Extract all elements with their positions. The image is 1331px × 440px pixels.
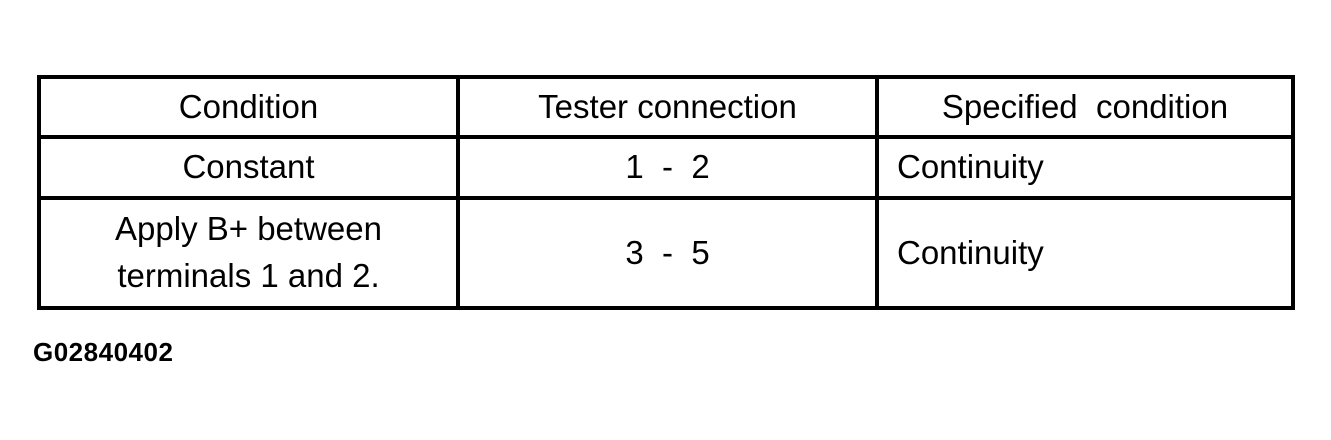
cell-specified-condition-continuity: Continuity — [875, 196, 1295, 310]
table-row: Constant 1 - 2 Continuity — [37, 135, 1295, 200]
cell-condition-constant: Constant — [37, 135, 460, 200]
continuity-spec-table: Condition Tester connection Specified co… — [37, 75, 1295, 310]
column-header-specified-condition: Specified condition — [875, 75, 1295, 139]
table-row: Apply B+ between terminals 1 and 2. 3 - … — [37, 196, 1295, 310]
cell-tester-connection-3-5: 3 - 5 — [456, 196, 879, 310]
column-header-tester-connection: Tester connection — [456, 75, 879, 139]
cell-condition-apply-b-plus: Apply B+ between terminals 1 and 2. — [37, 196, 460, 310]
cell-specified-condition-continuity: Continuity — [875, 135, 1295, 200]
column-header-condition: Condition — [37, 75, 460, 139]
table-header-row: Condition Tester connection Specified co… — [37, 75, 1295, 139]
cell-tester-connection-1-2: 1 - 2 — [456, 135, 879, 200]
figure-code-label: G02840402 — [33, 337, 174, 367]
